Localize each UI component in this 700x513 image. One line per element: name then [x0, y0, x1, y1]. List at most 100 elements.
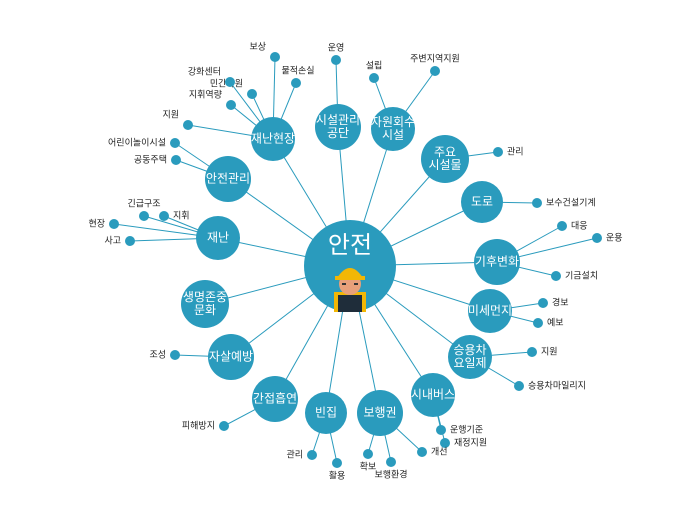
leaf-dot	[159, 211, 169, 221]
leaf-label: 재정지원	[454, 438, 487, 449]
topic-label: 주요	[434, 145, 456, 159]
leaf-label: 운행기준	[450, 424, 483, 436]
leaf-dot	[225, 77, 235, 87]
center-label: 안전	[328, 231, 372, 259]
topic-node-n6: 기후변화	[474, 239, 520, 285]
leaf-label: 관리	[507, 147, 524, 158]
construction-worker-icon	[334, 268, 366, 312]
leaf-dot	[369, 73, 379, 83]
leaf-dot	[551, 271, 561, 281]
topic-label: 보행권	[363, 405, 396, 420]
leaf-dot	[592, 233, 602, 243]
leaf-label: 운영	[328, 43, 345, 54]
leaf-dot	[219, 421, 229, 431]
topic-circle	[208, 334, 254, 380]
leaf-dot	[430, 66, 440, 76]
leaf-dot	[527, 347, 537, 357]
topic-node-n1: 재난현장	[251, 117, 295, 161]
leaf-dot	[417, 447, 427, 457]
topic-label: 간접흡연	[253, 392, 297, 406]
leaf-label: 공동주택	[134, 155, 167, 166]
leaf-label: 긴급구조	[127, 199, 160, 210]
topic-node-n13: 자살예방	[208, 334, 254, 380]
topic-circle	[461, 181, 503, 223]
topic-label: 재난현장	[251, 132, 295, 146]
leaf-label: 설립	[366, 61, 383, 72]
leaf-label: 주변지역지원	[410, 54, 460, 65]
leaf-dot	[270, 52, 280, 62]
topic-label: 빈집	[315, 406, 337, 420]
leaf-label: 조성	[149, 350, 166, 361]
leaf-dot	[125, 236, 135, 246]
topic-label: 재난	[207, 231, 229, 245]
leaf-dot	[247, 89, 257, 99]
leaf-label: 보수건설기계	[546, 197, 596, 209]
leaf-label: 승용차마일리지	[528, 380, 586, 392]
topic-node-n9: 시내버스	[411, 373, 455, 417]
leaf-dot	[291, 78, 301, 88]
leaf-dot	[436, 425, 446, 435]
leaf-dot	[226, 100, 236, 110]
leaf-dot	[171, 155, 181, 165]
leaf-dot	[331, 55, 341, 65]
topic-label: 안전관리	[206, 172, 250, 186]
leaf-layer: 보상물적손실민간자원강화센터지휘역량지원운영설립주변지역지원관리보수건설기계대응…	[88, 42, 622, 482]
topic-node-n16: 안전관리	[205, 156, 251, 202]
leaf-label: 강화센터	[188, 67, 221, 78]
leaf-label: 피해방지	[182, 421, 215, 432]
topic-label: 도로	[471, 195, 493, 209]
topic-circle	[371, 107, 415, 151]
leaf-label: 지원	[541, 347, 558, 358]
leaf-dot	[532, 198, 542, 208]
leaf-label: 대응	[571, 221, 588, 232]
topic-node-n11: 빈집	[305, 392, 347, 434]
leaf-label: 관리	[286, 450, 303, 461]
topic-node-n10: 보행권	[357, 390, 403, 436]
leaf-dot	[440, 438, 450, 448]
topic-label: 자살예방	[209, 350, 253, 364]
leaf-dot	[538, 298, 548, 308]
leaf-label: 현장	[88, 219, 105, 230]
topic-circle	[474, 239, 520, 285]
topic-label: 생명존중	[183, 290, 227, 304]
topic-circle	[181, 280, 229, 328]
topic-label: 시설	[382, 128, 404, 142]
leaf-dot	[170, 350, 180, 360]
topic-label: 요일제	[453, 356, 486, 370]
leaf-dot	[386, 457, 396, 467]
topic-circle	[252, 376, 298, 422]
leaf-dot	[183, 120, 193, 130]
leaf-dot	[493, 147, 503, 157]
topic-label: 승용차	[453, 343, 486, 357]
leaf-label: 보상	[249, 42, 266, 53]
topic-circle	[421, 135, 469, 183]
topic-circle	[205, 156, 251, 202]
leaf-dot	[109, 219, 119, 229]
leaf-dot	[139, 211, 149, 221]
leaf-label: 개선	[431, 447, 448, 458]
topic-label: 자원회수	[371, 115, 415, 129]
topic-label: 문화	[194, 303, 216, 317]
topic-node-n7: 미세먼지	[468, 289, 512, 333]
leaf-dot	[170, 138, 180, 148]
topic-circle	[251, 117, 295, 161]
topic-node-n5: 도로	[461, 181, 503, 223]
leaf-label: 예보	[547, 318, 564, 329]
leaf-label: 사고	[104, 236, 121, 247]
leaf-label: 기금설치	[565, 270, 598, 282]
leaf-dot	[533, 318, 543, 328]
topic-label: 공단	[327, 126, 349, 140]
topic-node-n15: 재난	[196, 216, 240, 260]
topic-circle	[315, 104, 361, 150]
topic-label: 시내버스	[411, 388, 455, 402]
leaf-label: 지휘역량	[189, 89, 222, 101]
topic-label: 기후변화	[475, 255, 519, 269]
leaf-label: 물적손실	[281, 65, 314, 77]
leaf-label: 지휘	[173, 211, 190, 222]
leaf-label: 활용	[329, 470, 346, 482]
